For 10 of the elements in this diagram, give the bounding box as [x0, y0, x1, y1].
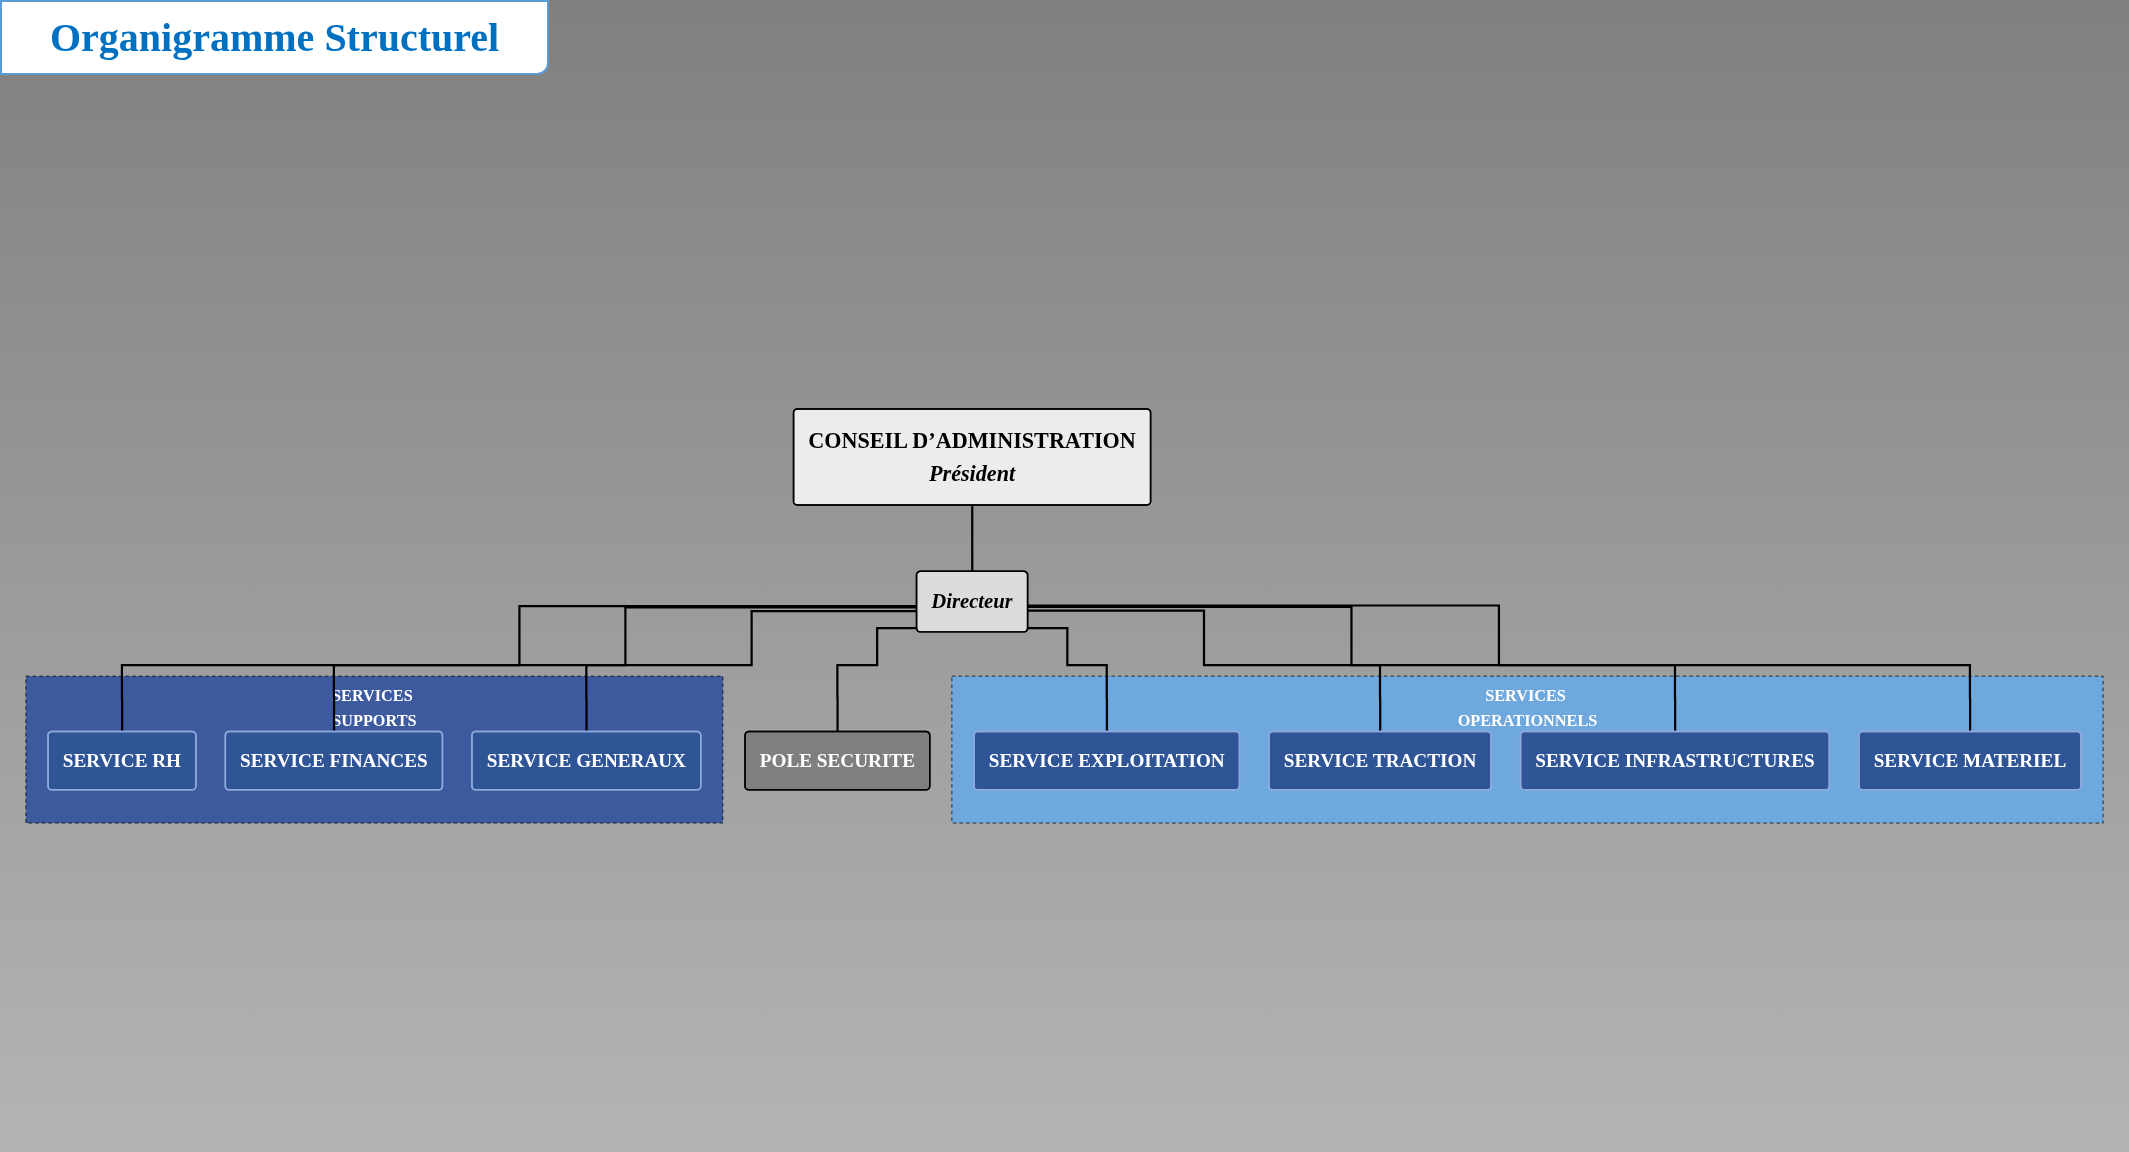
connector [971, 504, 974, 573]
diagram-title: Organigramme Structurel [0, 0, 550, 75]
connector [1027, 609, 1382, 733]
connector [1027, 627, 1109, 733]
connector [120, 605, 917, 733]
connector [1027, 605, 1677, 733]
connector [836, 627, 917, 733]
connector [585, 610, 917, 733]
connector [332, 606, 917, 733]
connector [1027, 604, 1972, 733]
